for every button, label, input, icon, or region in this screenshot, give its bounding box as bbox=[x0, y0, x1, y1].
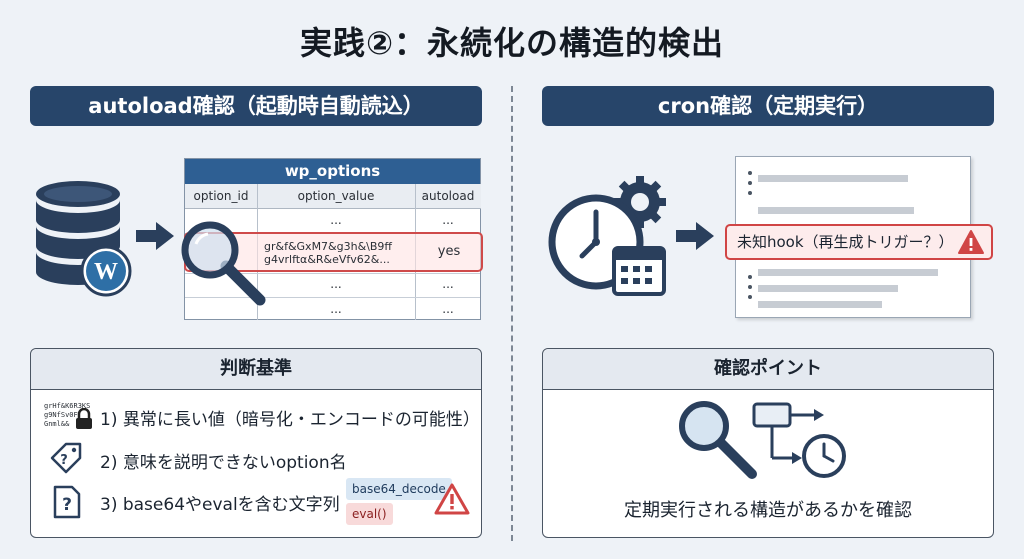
svg-text:?: ? bbox=[62, 495, 72, 515]
row3-autoload: ... bbox=[442, 277, 454, 291]
criterion-3: 3) base64やevalを含む文字列 bbox=[100, 495, 340, 515]
criterion-1: 1) 異常に長い値（暗号化・エンコードの可能性） bbox=[100, 410, 480, 430]
arrow-right-icon bbox=[136, 222, 174, 250]
suspicious-value-line2: g4vrlftα&R&eVfv62&... bbox=[264, 253, 390, 266]
criteria-panel: 判断基準 bbox=[30, 348, 482, 538]
unknown-hook-text: 未知hook（再生成トリガー？） bbox=[737, 233, 954, 251]
row4-value: ... bbox=[330, 302, 342, 316]
svg-text:?: ? bbox=[60, 453, 68, 468]
row4-autoload: ... bbox=[442, 302, 454, 316]
row1-autoload: ... bbox=[442, 213, 454, 227]
check-points-caption: 定期実行される構造があるかを確認 bbox=[624, 500, 912, 521]
col-option-id: option_id bbox=[185, 184, 257, 209]
suspicious-autoload: yes bbox=[437, 244, 461, 259]
question-document-icon: ? bbox=[53, 485, 81, 519]
question-tag-icon: ? bbox=[50, 442, 82, 474]
check-points-panel: 確認ポイント bbox=[542, 348, 994, 538]
obfuscated-sample-line3: Gnml&& bbox=[44, 420, 70, 428]
suspicious-value-line1: gr&f&GxM7&g3h&\B9ff bbox=[264, 240, 392, 253]
clock-schedule-icon bbox=[548, 176, 666, 296]
row3-value: ... bbox=[330, 277, 342, 291]
center-divider bbox=[511, 86, 513, 541]
cron-header: cron確認（定期実行） bbox=[542, 86, 994, 126]
check-points-title: 確認ポイント bbox=[543, 349, 993, 390]
obfuscated-sample-line1: grHf&K6R3KS bbox=[44, 402, 91, 410]
obfuscated-sample-line2: g9NfSv0F bbox=[44, 411, 78, 419]
tag-base64-decode: base64_decode bbox=[346, 478, 452, 500]
tag-eval: eval() bbox=[346, 503, 393, 525]
svg-text:W: W bbox=[94, 259, 118, 285]
col-autoload: autoload bbox=[415, 184, 481, 209]
col-option-value: option_value bbox=[257, 184, 415, 209]
alert-warning-icon bbox=[958, 230, 984, 254]
lock-icon bbox=[76, 408, 92, 429]
warning-icon bbox=[434, 483, 470, 515]
unknown-hook-alert: 未知hook（再生成トリガー？） bbox=[725, 224, 993, 260]
autoload-header: autoload確認（起動時自動読込） bbox=[30, 86, 482, 126]
criterion-2: 2) 意味を説明できないoption名 bbox=[100, 453, 347, 473]
magnifier-icon bbox=[181, 221, 266, 306]
table-title: wp_options bbox=[185, 159, 480, 184]
page-title: 実践②：永続化の構造的検出 bbox=[299, 24, 725, 62]
database-wordpress-icon: W bbox=[36, 181, 132, 297]
row1-value: ... bbox=[330, 213, 342, 227]
arrow-right-icon-2 bbox=[676, 222, 714, 250]
criteria-title: 判断基準 bbox=[31, 349, 481, 390]
search-flow-icon bbox=[679, 401, 846, 479]
